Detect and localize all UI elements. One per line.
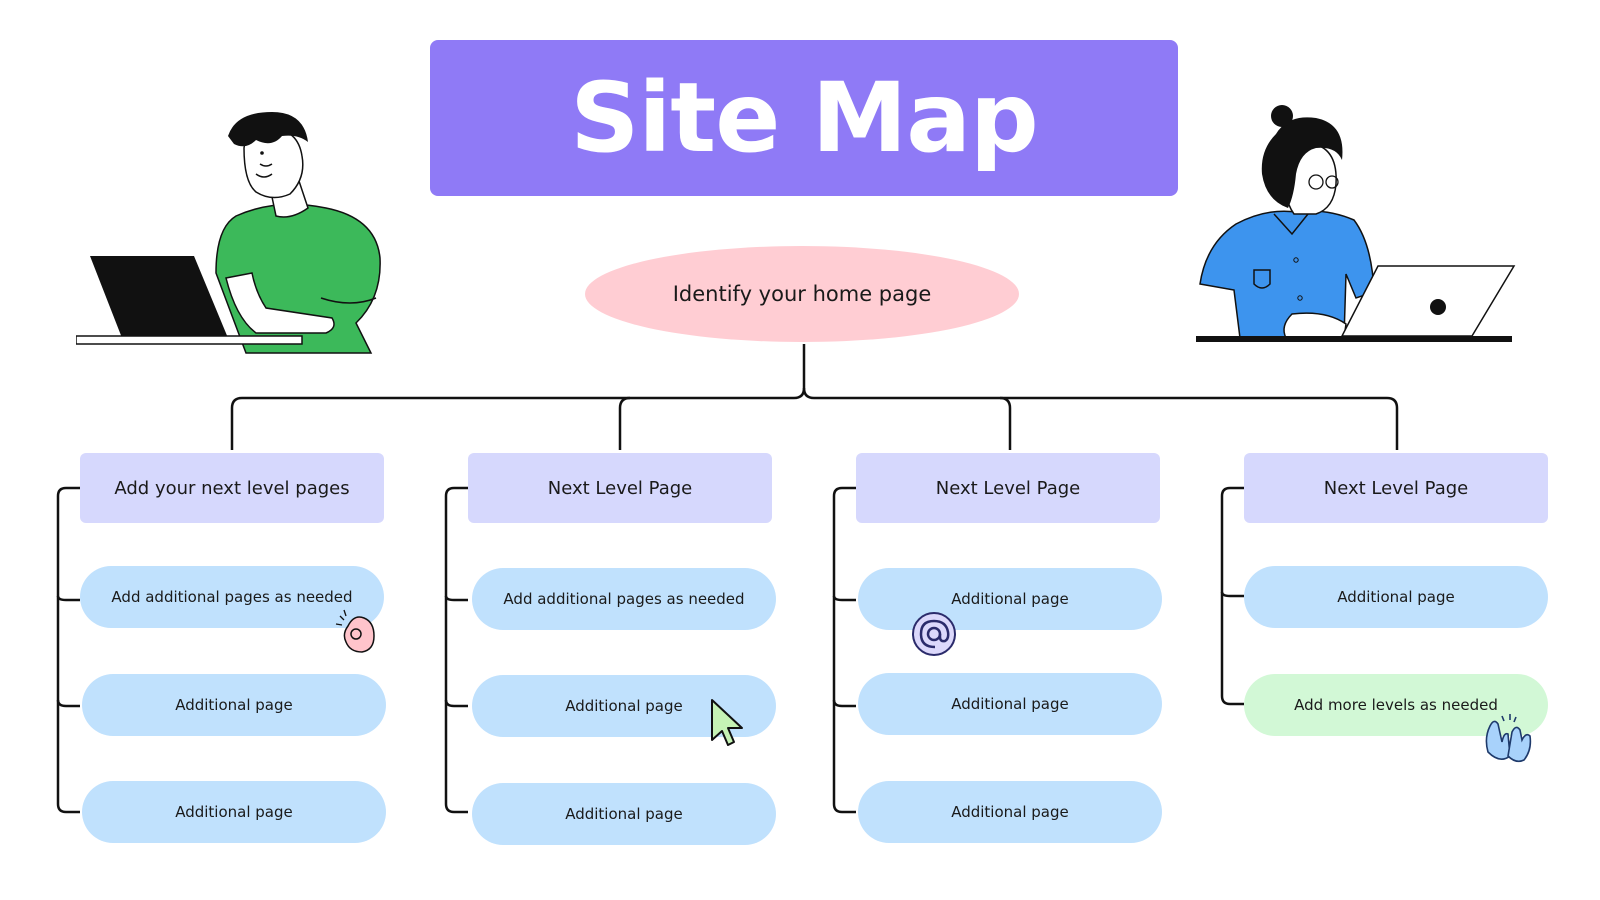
page-node[interactable]: Additional page (858, 673, 1162, 735)
ok-hand-icon (335, 609, 375, 653)
page-node-label: Additional page (1337, 588, 1455, 606)
level-node-label: Next Level Page (547, 477, 693, 499)
title-banner: Site Map (430, 40, 1178, 196)
page-title: Site Map (570, 62, 1038, 174)
page-node[interactable]: Additional page (472, 783, 776, 845)
level-node-1[interactable]: Add your next level pages (80, 453, 384, 523)
page-node[interactable]: Add additional pages as needed (80, 566, 384, 628)
page-node-label: Add additional pages as needed (503, 590, 745, 608)
page-node[interactable]: Additional page (82, 781, 386, 843)
level-node-label: Next Level Page (1323, 477, 1469, 499)
level-node-3[interactable]: Next Level Page (856, 453, 1160, 523)
page-node-label: Additional page (565, 697, 683, 715)
at-sign-icon (912, 612, 956, 656)
home-page-label: Identify your home page (672, 282, 932, 306)
page-node-label: Add additional pages as needed (111, 588, 353, 606)
high-five-icon (1485, 714, 1532, 763)
page-node-label: Add more levels as needed (1294, 696, 1498, 714)
page-node[interactable]: Additional page (1244, 566, 1548, 628)
level-node-2[interactable]: Next Level Page (468, 453, 772, 523)
woman-with-laptop-illustration (1196, 105, 1516, 342)
page-node-label: Additional page (951, 695, 1069, 713)
home-page-node[interactable]: Identify your home page (585, 246, 1019, 342)
page-node[interactable]: Additional page (82, 674, 386, 736)
level-node-label: Add your next level pages (114, 477, 350, 499)
page-node-label: Additional page (175, 803, 293, 821)
page-node[interactable]: Additional page (858, 568, 1162, 630)
cursor-arrow-icon (711, 699, 743, 746)
page-node-label: Additional page (951, 803, 1069, 821)
man-with-laptop-illustration (76, 112, 381, 354)
page-node[interactable]: Add additional pages as needed (472, 568, 776, 630)
page-node[interactable]: Additional page (858, 781, 1162, 843)
level-node-4[interactable]: Next Level Page (1244, 453, 1548, 523)
page-node-label: Additional page (565, 805, 683, 823)
page-node-label: Additional page (175, 696, 293, 714)
level-node-label: Next Level Page (935, 477, 1081, 499)
page-node-label: Additional page (951, 590, 1069, 608)
page-node[interactable]: Additional page (472, 675, 776, 737)
